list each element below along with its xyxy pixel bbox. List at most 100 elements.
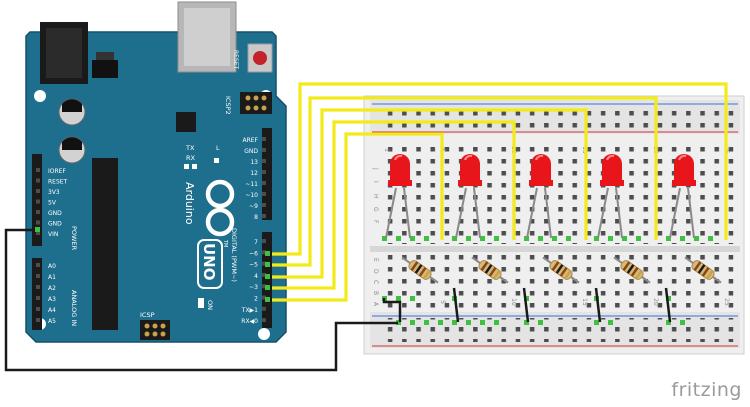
- pin-label: ~5: [249, 262, 258, 269]
- pin-label: 2: [254, 296, 258, 303]
- header-pin: [36, 318, 40, 322]
- column-number: 15: [581, 298, 588, 306]
- red-led: [385, 154, 412, 239]
- header-pin: [36, 296, 40, 300]
- pin-label: VIN: [48, 231, 58, 238]
- atmega-chip: [92, 158, 118, 330]
- arduino-logo: [205, 179, 235, 237]
- header-pin: [36, 274, 40, 278]
- resistor: [471, 256, 509, 284]
- header-pin: [36, 220, 40, 225]
- icsp2-header: [240, 92, 272, 114]
- digital-label: DIGITAL (PWM~): [230, 228, 238, 282]
- column-number: 5: [439, 300, 446, 304]
- red-led: [597, 154, 624, 239]
- red-led: [669, 154, 696, 239]
- icsp-label: ICSP: [140, 311, 155, 319]
- pin-label: RESET: [48, 179, 68, 186]
- tm-label: TM: [222, 239, 228, 247]
- pin-label: GND: [244, 148, 258, 155]
- header-pin: [262, 137, 266, 141]
- arduino-board: RESET ICSP2 TX RX L: [25, 1, 287, 343]
- column-number: 1: [383, 148, 390, 152]
- header-pin: [262, 192, 266, 196]
- resistor: [401, 256, 439, 284]
- pin-label: A3: [48, 296, 56, 303]
- header-pin: [262, 239, 266, 243]
- rx-led: [192, 164, 197, 169]
- header-pin: [36, 307, 40, 311]
- resistor: [684, 256, 722, 284]
- pin-label: A2: [48, 285, 56, 292]
- header-pin: [262, 250, 266, 255]
- capacitor: [58, 136, 86, 164]
- digital-header-top: [262, 128, 272, 220]
- pin-label: ~11: [245, 181, 258, 188]
- row-letter: H: [372, 194, 379, 199]
- header-pin: [36, 189, 40, 193]
- column-number: 25: [723, 298, 730, 306]
- header-pin: [36, 231, 40, 235]
- analog-label: ANALOG IN: [70, 290, 78, 326]
- column-number: 10: [510, 298, 517, 306]
- pin-label: AREF: [242, 137, 258, 144]
- pin-label: 7: [254, 239, 258, 246]
- row-letter: I: [372, 181, 379, 183]
- on-led: [198, 298, 204, 308]
- wire-pin3: [272, 120, 516, 290]
- row-letter: F: [372, 220, 379, 224]
- icsp2-label: ICSP2: [224, 96, 232, 115]
- tx-led: [184, 164, 189, 169]
- fritzing-watermark: fritzing: [671, 379, 742, 401]
- header-pin: [262, 159, 266, 163]
- header-pin: [262, 181, 266, 185]
- row-letter: A: [372, 302, 379, 307]
- header-pin: [262, 148, 266, 152]
- header-pin: [262, 295, 266, 300]
- model-label: UNO: [200, 243, 218, 281]
- column-number: 20: [652, 298, 659, 306]
- pin-label: GND: [48, 221, 62, 228]
- header-pin: [36, 199, 40, 204]
- pin-label: ~6: [249, 250, 258, 257]
- brand-label: Arduino: [183, 182, 196, 225]
- pin-label: IOREF: [48, 168, 66, 175]
- header-pin: [262, 318, 266, 323]
- header-pin: [36, 168, 40, 172]
- icsp-header: [140, 320, 170, 340]
- red-led: [526, 154, 553, 239]
- header-pin: [36, 178, 40, 183]
- l-led: [214, 158, 219, 163]
- rx-label: RX: [186, 154, 196, 162]
- uno-logo-frame: [197, 239, 223, 289]
- header-pin: [262, 261, 266, 266]
- reset-label: RESET: [232, 50, 239, 70]
- pin-label: RX◀0: [241, 318, 258, 325]
- header-pin: [262, 214, 266, 218]
- power-label: POWER: [70, 226, 78, 251]
- wire-pin5: [272, 96, 658, 267]
- header-pin: [262, 272, 266, 277]
- row-letter: C: [372, 280, 379, 284]
- resistor: [542, 256, 580, 284]
- pin-label: GND: [48, 210, 62, 217]
- pin-label: ~3: [249, 284, 258, 291]
- header-pin: [36, 210, 40, 214]
- pin-label: ~10: [245, 192, 258, 199]
- ground-wires: [4, 228, 672, 372]
- header-pin: [36, 285, 40, 289]
- l-label: L: [216, 144, 220, 152]
- row-letter: B: [372, 291, 379, 295]
- row-letter: G: [372, 207, 379, 212]
- pin-connection-points: [35, 227, 270, 302]
- red-led: [455, 154, 482, 239]
- header-pin: [262, 306, 266, 311]
- header-pin: [262, 170, 266, 174]
- row-letter: E: [372, 258, 379, 262]
- signal-wires: [272, 82, 728, 302]
- pin-label: 4: [254, 273, 258, 280]
- reset-button[interactable]: [247, 43, 273, 73]
- usb-chip: [176, 112, 196, 132]
